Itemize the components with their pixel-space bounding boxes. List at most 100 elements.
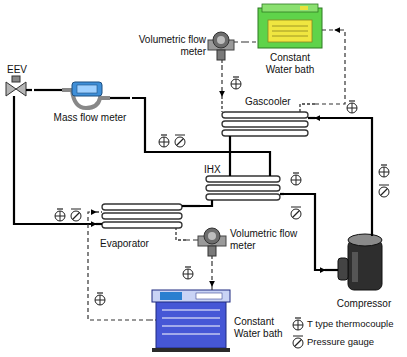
water-bath-top-part: [272, 31, 308, 32]
component-label: EEV: [2, 64, 32, 76]
evaporator-coil-part: [182, 205, 186, 207]
component: IHX: [200, 164, 284, 212]
legend-symbols-part: [293, 318, 303, 330]
water-bath-bottom-part: [196, 293, 222, 299]
refrigerant-line: [34, 89, 50, 91]
legend-symbols-part: [293, 336, 303, 348]
ihx-coil: [200, 164, 284, 206]
expansion-valve-part: [13, 96, 15, 100]
legend-entry: T type thermocouple: [307, 319, 393, 330]
expansion-valve-part: [16, 82, 26, 96]
water-line: [88, 212, 150, 320]
compressor-body-part: [325, 269, 338, 271]
water-bath-bottom-part: [211, 286, 212, 290]
component-label: Constant Water bath: [234, 316, 288, 339]
flow-meter-bottom-part: [204, 228, 220, 244]
water-bath-top-part: [300, 6, 308, 10]
flow-meter-top-part: [221, 60, 222, 66]
evaporator-coil: [96, 204, 186, 240]
water-bath-bottom-part: [152, 290, 230, 302]
ihx-coil-part: [206, 176, 280, 182]
refrigerant-line: [186, 205, 200, 207]
ihx-coil-part: [206, 185, 280, 191]
compressor-body-part: [348, 240, 382, 290]
evaporator-coil-part: [102, 213, 182, 219]
evaporator-coil-part: [96, 211, 102, 212]
compressor-body-part: [371, 226, 373, 236]
ihx-coil-part: [280, 193, 284, 195]
mass-flow-meter-part: [110, 97, 130, 99]
water-bath-top-part: [262, 4, 318, 12]
flow-meter-bottom-part: [211, 256, 212, 262]
water-bath-top-part: [268, 20, 312, 42]
gascooler-coil: [222, 96, 315, 140]
water-bath-top-part: [272, 26, 308, 27]
gascooler-coil-part: [229, 136, 231, 140]
compressor-body-part: [352, 252, 358, 282]
water-bath-top-part: [258, 8, 322, 48]
water-bath-bottom-part: [152, 348, 230, 352]
water-line: [186, 239, 196, 240]
expansion-valve: [6, 76, 32, 100]
water-line: [236, 41, 245, 42]
ihx-coil-part: [229, 164, 231, 176]
component: Volumetric flow meter: [196, 222, 308, 262]
sensor-symbols-part: [159, 135, 169, 147]
water-bath-top: [245, 4, 335, 48]
sensor-symbols-part: [183, 267, 193, 279]
flow-meter-top-part: [217, 36, 225, 44]
flow-meter-top: [208, 32, 236, 66]
gascooler-coil-part: [221, 96, 222, 112]
refrigerant-line: [315, 118, 372, 226]
component-label: Volumetric flow meter: [132, 34, 206, 57]
sensor-symbols-part: [231, 77, 241, 89]
sensor-symbols-part: [291, 207, 301, 219]
evaporator-coil-part: [102, 222, 182, 228]
component: Mass flow meter: [50, 80, 132, 126]
water-bath-top-part: [272, 36, 308, 37]
gascooler-coil-part: [222, 112, 308, 118]
component: Evaporator: [96, 200, 186, 252]
sensor-symbols-part: [291, 173, 301, 185]
mass-flow-meter: [50, 82, 130, 108]
water-bath-bottom-part: [162, 326, 220, 327]
expansion-valve-part: [26, 89, 32, 91]
component-label: Compressor: [325, 298, 403, 310]
water-bath-bottom-part: [156, 300, 226, 348]
refrigerant-line: [132, 98, 270, 164]
expansion-valve-part: [6, 82, 16, 96]
sensor-symbols-part: [95, 293, 105, 305]
evaporator-coil-part: [176, 228, 186, 240]
gascooler-coil-part: [222, 121, 308, 127]
expansion-valve-part: [12, 76, 20, 82]
water-line: [211, 262, 212, 286]
component: Gascooler: [215, 96, 315, 140]
compressor-body-part: [338, 258, 348, 280]
gascooler-coil-part: [300, 104, 315, 112]
legend-entry: Pressure gauge: [307, 337, 374, 348]
evaporator-coil-part: [96, 223, 102, 225]
water-bath-bottom-part: [162, 318, 220, 319]
sensor-symbols-part: [71, 209, 81, 221]
flow-meter-bottom-part: [208, 246, 216, 256]
water-bath-bottom: [150, 286, 230, 352]
flow-meter-top-part: [234, 41, 236, 42]
flow-meter-top-part: [213, 32, 229, 48]
flow-meter-top-part: [217, 50, 225, 60]
component: Volumetric flow meter: [130, 30, 236, 66]
water-line: [221, 66, 222, 96]
ihx-coil-part: [269, 164, 271, 176]
component-label: Evaporator: [100, 238, 170, 250]
water-bath-bottom-part: [162, 310, 220, 311]
flow-meter-bottom-part: [196, 239, 198, 240]
component: Constant Water bath: [245, 2, 335, 78]
sensor-symbols-part: [379, 165, 389, 177]
water-bath-bottom-part: [162, 334, 220, 335]
water-line: [315, 30, 345, 104]
water-bath-top-part: [322, 29, 335, 30]
compressor-body-part: [348, 234, 382, 246]
component-label: Mass flow meter: [50, 112, 130, 124]
sensor-symbols: [55, 77, 389, 305]
compressor-body: [325, 226, 382, 290]
